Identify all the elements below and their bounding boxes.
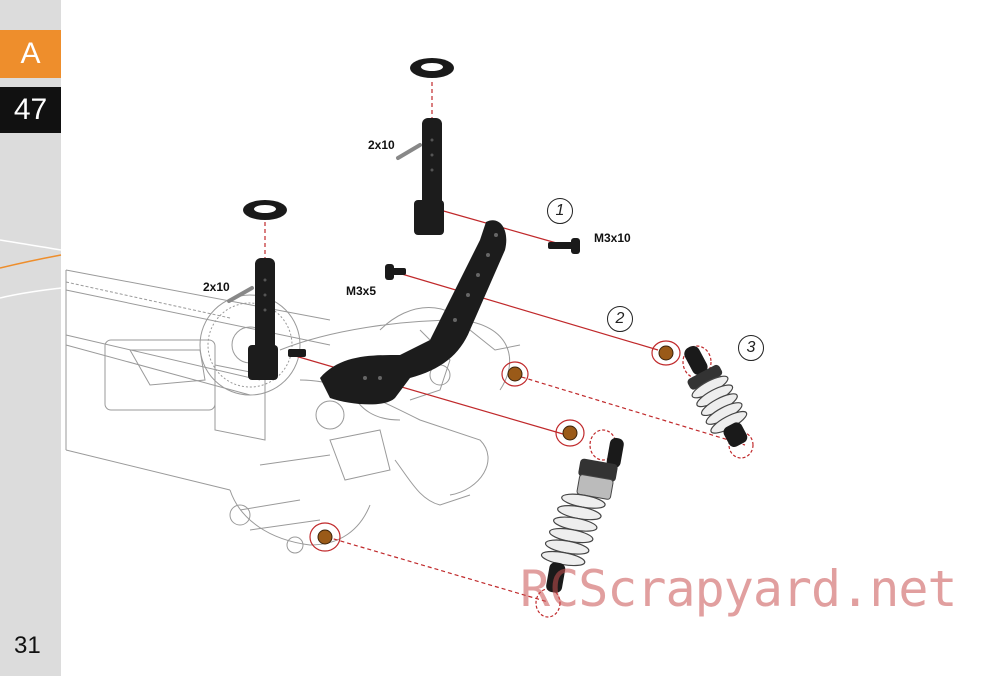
step-circle-3: 3 bbox=[738, 335, 764, 361]
shock-tower bbox=[320, 220, 507, 405]
chassis-drawing bbox=[65, 269, 521, 554]
section-badge: A bbox=[0, 30, 61, 78]
callout-2x10-upper: 2x10 bbox=[368, 138, 395, 152]
assembly-guides bbox=[264, 82, 754, 618]
page-number: 31 bbox=[14, 632, 41, 659]
shock-absorber-front bbox=[540, 437, 624, 593]
screw-m3x5 bbox=[385, 264, 406, 280]
step-circle-1: 1 bbox=[547, 198, 573, 224]
page-sidebar: A 47 31 bbox=[0, 0, 61, 676]
e-clip-upper bbox=[410, 58, 454, 78]
watermark: RCScrapyard.net bbox=[520, 560, 958, 618]
e-clip-lower bbox=[243, 200, 287, 220]
step-badge: 47 bbox=[0, 87, 61, 133]
shock-post-upper bbox=[414, 118, 444, 235]
screw-m3x10 bbox=[548, 238, 580, 254]
screw-small bbox=[288, 349, 306, 357]
pin-2x10-upper bbox=[396, 143, 422, 160]
sidebar-swoosh bbox=[0, 239, 62, 299]
shock-absorber-rear bbox=[684, 345, 748, 447]
step-circle-2: 2 bbox=[607, 306, 633, 332]
callout-m3x10: M3x10 bbox=[594, 231, 631, 245]
ball-studs bbox=[317, 345, 674, 545]
callout-2x10-lower: 2x10 bbox=[203, 280, 230, 294]
pin-2x10-lower bbox=[227, 286, 254, 303]
callout-m3x5: M3x5 bbox=[346, 284, 377, 298]
shock-post-lower bbox=[248, 258, 278, 380]
